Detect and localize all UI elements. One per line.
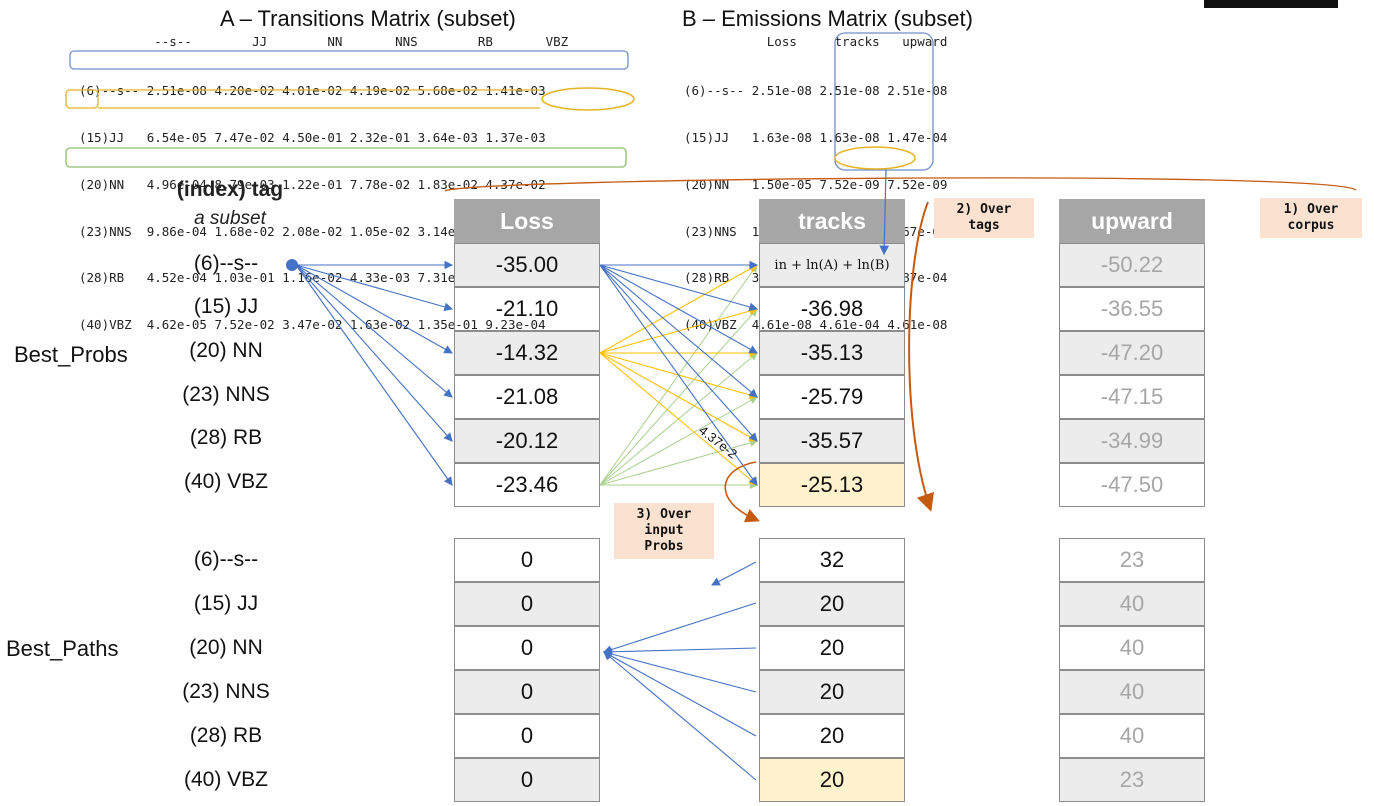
paths-upward-cell: 23	[1059, 758, 1205, 802]
probs-loss-cell: -23.46	[454, 463, 600, 507]
column-header-loss: Loss	[454, 199, 600, 243]
note-over-input-text: 3) Over input Probs	[636, 507, 692, 554]
transitions-title: A – Transitions Matrix (subset)	[220, 6, 516, 31]
paths-upward-cell: 23	[1059, 538, 1205, 582]
probs-upward-cell: -47.50	[1059, 463, 1205, 507]
paths-tag-label: (40) VBZ	[183, 768, 269, 791]
transitions-row: (6)--s-- 2.51e-08 4.20e-02 4.01e-02 4.19…	[79, 83, 546, 99]
highlight-nn-vbz-value	[541, 87, 635, 111]
probs-loss-cell: -35.00	[454, 243, 600, 287]
paths-tag-label: (28) RB	[189, 724, 263, 747]
probs-tag-label: (20) NN	[189, 339, 263, 362]
probs-tag-label: (40) VBZ	[183, 470, 269, 493]
probs-tracks-cell: -25.79	[759, 375, 905, 419]
transitions-body: (6)--s-- 2.51e-08 4.20e-02 4.01e-02 4.19…	[79, 52, 546, 348]
probs-upward-cell: -36.55	[1059, 287, 1205, 331]
paths-upward-cell: 40	[1059, 582, 1205, 626]
probs-tracks-cell: -35.13	[759, 331, 905, 375]
emissions-row: (15)JJ 1.63e-08 1.63e-08 1.47e-04	[684, 129, 948, 145]
probs-loss-cell: -21.10	[454, 287, 600, 331]
best-paths-label: Best_Paths	[6, 636, 119, 661]
probs-tag-label: (6)--s--	[193, 252, 259, 275]
paths-tracks-cell: 20	[759, 670, 905, 714]
paths-tag-label: (23) NNS	[182, 680, 270, 703]
paths-upward-cell: 40	[1059, 626, 1205, 670]
emissions-row: (6)--s-- 2.51e-08 2.51e-08 2.51e-08	[684, 83, 948, 99]
formula-text: in + ln(A) + ln(B)	[774, 257, 890, 273]
probs-tracks-formula-cell: in + ln(A) + ln(B)	[759, 243, 905, 287]
note-over-input-probs: 3) Over input Probs	[614, 503, 714, 559]
paths-loss-cell: 0	[454, 582, 600, 626]
probs-upward-cell: -34.99	[1059, 419, 1205, 463]
corner-black-bar	[1204, 0, 1338, 8]
paths-upward-cell: 40	[1059, 714, 1205, 758]
emissions-header: Loss tracks upward	[684, 34, 948, 49]
note-over-corpus: 1) Over corpus	[1260, 198, 1362, 238]
emissions-title: B – Emissions Matrix (subset)	[682, 6, 973, 31]
probs-upward-cell: -47.15	[1059, 375, 1205, 419]
tag-subheader: a subset	[194, 208, 266, 229]
paths-tracks-cell: 20	[759, 626, 905, 670]
best-probs-label: Best_Probs	[14, 342, 128, 367]
column-header-upward: upward	[1059, 199, 1205, 243]
paths-loss-cell: 0	[454, 626, 600, 670]
paths-tracks-cell: 20	[759, 714, 905, 758]
paths-tracks-cell: 32	[759, 538, 905, 582]
over-input-arrow	[724, 461, 760, 523]
probs-tracks-cell: -36.98	[759, 287, 905, 331]
paths-upward-cell: 40	[1059, 670, 1205, 714]
paths-tag-label: (15) JJ	[193, 592, 259, 615]
paths-tag-label: (20) NN	[189, 636, 263, 659]
paths-tag-label: (6)--s--	[193, 548, 259, 571]
tag-header: (index) tag	[176, 178, 284, 201]
probs-loss-cell: -20.12	[454, 419, 600, 463]
probs-tracks-cell-highlighted: -25.13	[759, 463, 905, 507]
paths-loss-cell: 0	[454, 714, 600, 758]
probs-upward-cell: -50.22	[1059, 243, 1205, 287]
paths-tracks-cell: 20	[759, 582, 905, 626]
note-over-corpus-text: 1) Over corpus	[1283, 202, 1339, 233]
paths-loss-cell: 0	[454, 758, 600, 802]
paths-loss-cell: 0	[454, 670, 600, 714]
transitions-header: --s-- JJ NN NNS RB VBZ	[79, 34, 569, 49]
probs-upward-cell: -47.20	[1059, 331, 1205, 375]
paths-tracks-cell-highlighted: 20	[759, 758, 905, 802]
arrow-value-label: 4.37e-2	[696, 423, 740, 462]
emissions-row: (20)NN 1.50e-05 7.52e-09 7.52e-09	[684, 176, 948, 192]
probs-tracks-cell: -35.57	[759, 419, 905, 463]
paths-loss-cell: 0	[454, 538, 600, 582]
probs-loss-cell: -21.08	[454, 375, 600, 419]
transitions-row: (15)JJ 6.54e-05 7.47e-02 4.50e-01 2.32e-…	[79, 129, 546, 145]
note-over-tags: 2) Over tags	[934, 198, 1034, 238]
probs-tag-label: (23) NNS	[182, 383, 270, 406]
column-header-tracks: tracks	[759, 199, 905, 243]
probs-tag-label: (15) JJ	[193, 295, 259, 318]
probs-loss-cell: -14.32	[454, 331, 600, 375]
probs-tag-label: (28) RB	[189, 426, 263, 449]
note-over-tags-text: 2) Over tags	[956, 202, 1012, 233]
